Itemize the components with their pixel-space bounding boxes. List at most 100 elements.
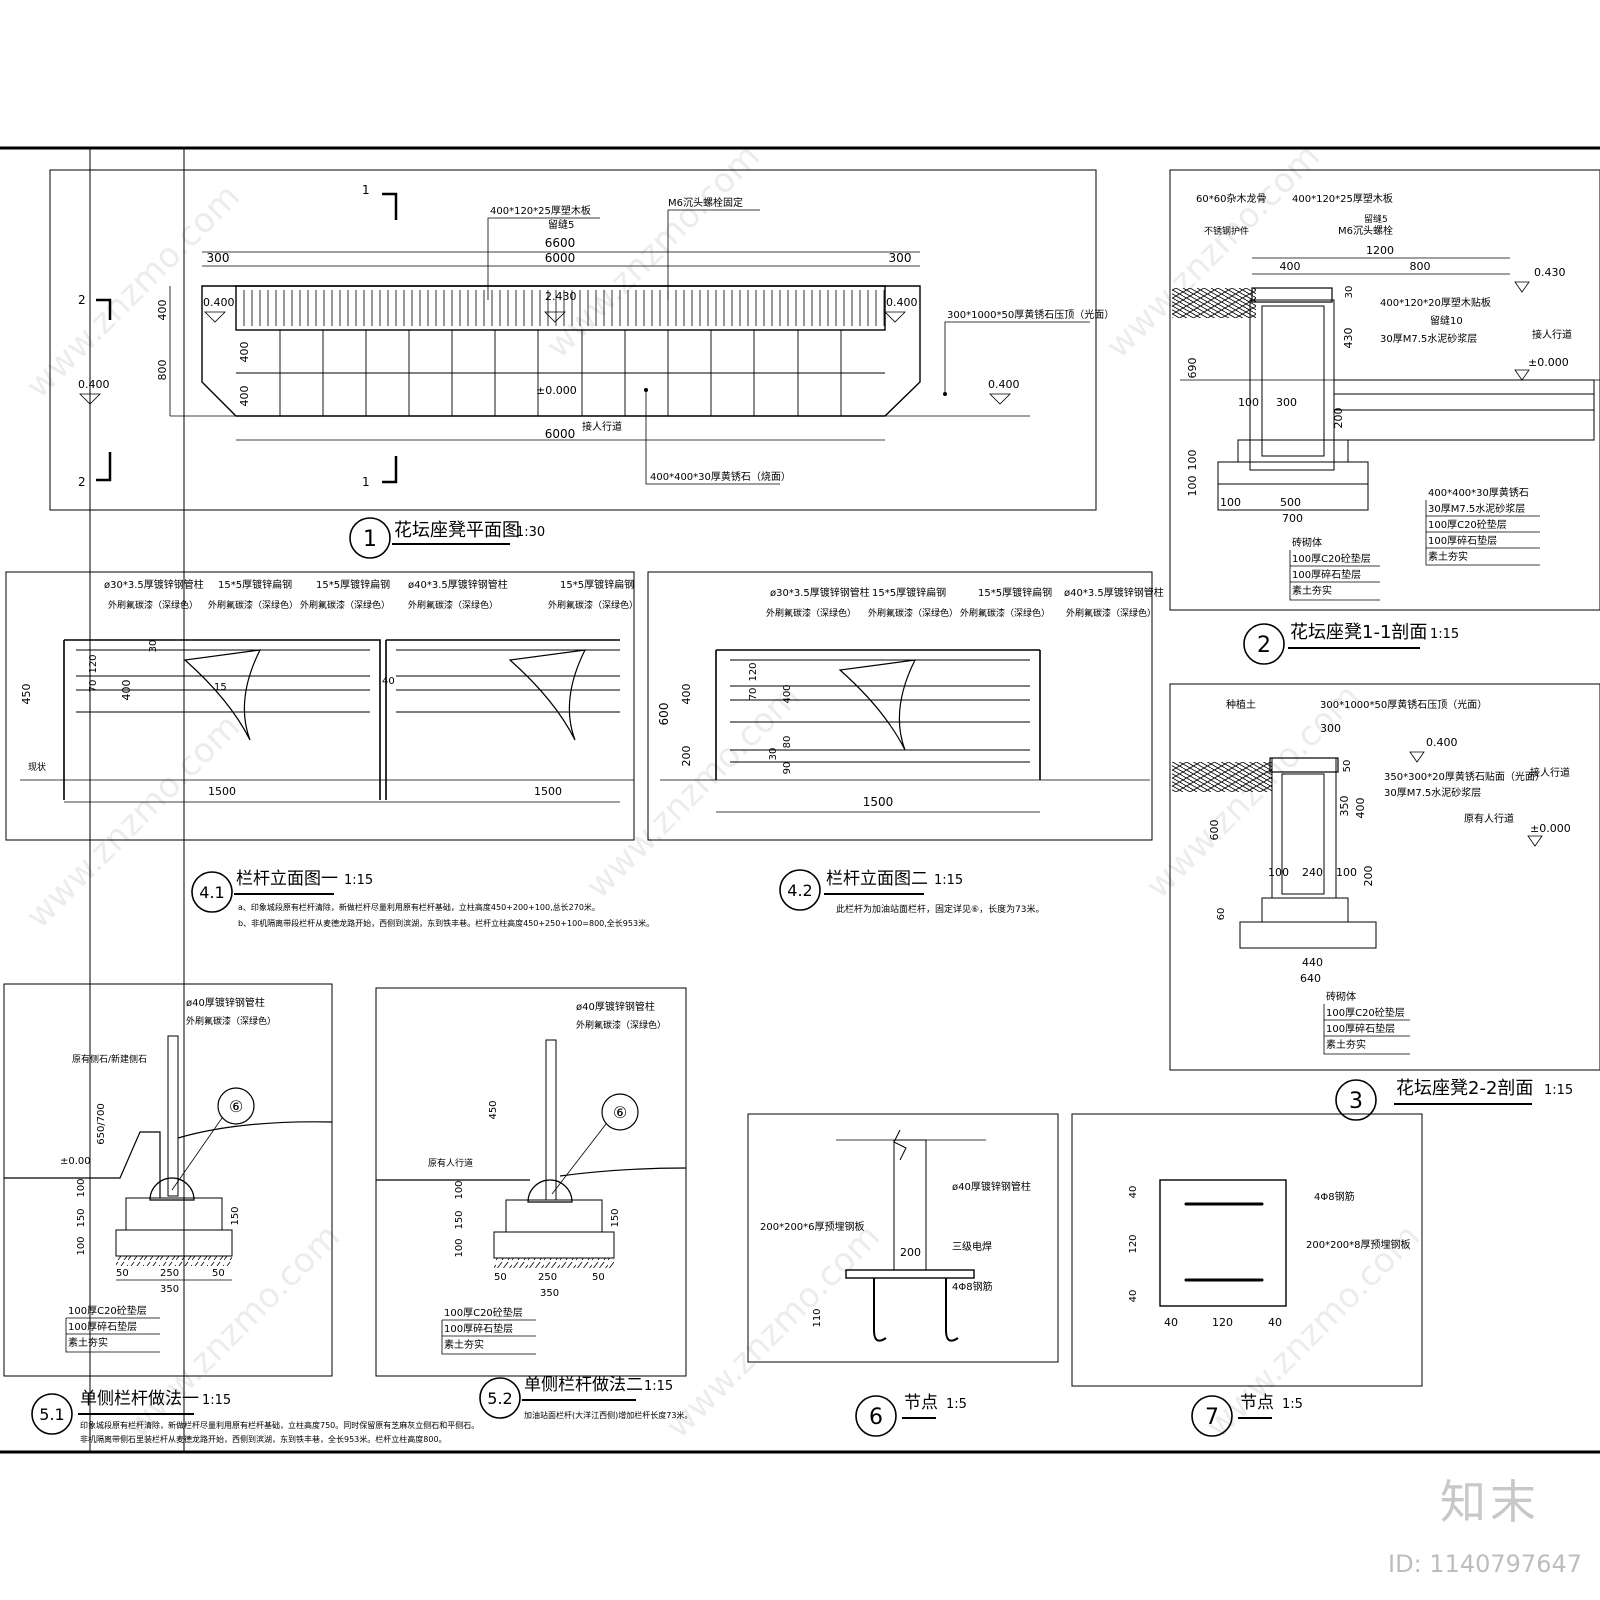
watermark-text: www.znzmo.com (118, 1216, 348, 1446)
s22-base-3: 100厚碎石垫层 (1326, 1022, 1395, 1035)
r42-dim-400b: 400 (782, 684, 793, 703)
m52-title: 单侧栏杆做法二 (524, 1375, 643, 1395)
m51-dim-350: 350 (160, 1284, 179, 1295)
s22-callout-veneer: 350*300*20厚黄锈石贴面（光面） (1384, 770, 1545, 783)
r42-callout-flat2: 15*5厚镀锌扁钢 (978, 586, 1052, 599)
level-left: 0.400 (78, 378, 110, 391)
section-mark-2-top: 2 (78, 293, 86, 307)
s11-dim-400: 400 (1280, 260, 1301, 273)
s22-level-zero: ±0.000 (1530, 822, 1571, 835)
r41-title: 栏杆立面图一 (236, 869, 338, 889)
s11-level-zero: ±0.000 (1528, 356, 1569, 369)
s11-number: 2 (1257, 633, 1271, 658)
r41-note-a: a、印象城段原有栏杆清除，新做栏杆尽量利用原有栏杆基础，立柱高度450+200+… (238, 902, 600, 912)
m52-layer-3: 素土夯实 (444, 1338, 484, 1351)
n7-title: 节点 (1240, 1393, 1274, 1413)
m51-dim-650: 650/700 (96, 1103, 107, 1145)
r42-dim-1500: 1500 (863, 795, 894, 809)
n6-callout-rebar: 4Φ8钢筋 (952, 1280, 993, 1293)
s22-dim-300: 300 (1320, 722, 1341, 735)
n7-dim-40a: 40 (1128, 1186, 1139, 1199)
m51-title: 单侧栏杆做法一 (80, 1389, 199, 1409)
r42-dim-70: 70 (748, 688, 759, 701)
r41-callout-paint3: 外刷氟碳漆（深绿色） (300, 599, 390, 611)
s22-callout-walkway: 接人行道 (1530, 766, 1570, 779)
dim-total: 6600 (545, 236, 576, 250)
s22-base-1: 砖砌体 (1326, 990, 1356, 1003)
n6-title: 节点 (904, 1393, 938, 1413)
s22-number: 3 (1349, 1089, 1363, 1114)
r41-callout-paint: 外刷氟碳漆（深绿色） (108, 599, 198, 611)
level-mid: 2.430 (545, 290, 577, 303)
s11-dim-200: 200 (1332, 408, 1345, 429)
s11-dim-500: 500 (1280, 496, 1301, 509)
m51-detail-ref: ⑥ (229, 1097, 243, 1116)
rail42-frame (647, 571, 1153, 841)
node7-frame (1071, 1113, 1423, 1387)
s22-dim-440: 440 (1302, 956, 1323, 969)
m51-scale: 1:15 (202, 1393, 231, 1408)
m52-callout-paint: 外刷氟碳漆（深绿色） (576, 1019, 666, 1031)
r42-dim-400: 400 (680, 684, 693, 705)
r42-dim-80: 80 (782, 736, 793, 749)
plan-view: 6600 6000 300 300 6000 400 800 400 400 0… (49, 169, 1114, 559)
r41-callout-paint2: 外刷氟碳漆（深绿色） (208, 599, 298, 611)
s22-base-4: 素土夯实 (1326, 1038, 1366, 1051)
dim-depth2: 800 (156, 360, 169, 381)
rail41-frame (5, 571, 635, 841)
plan-callout-bolt: M6沉头螺栓固定 (668, 196, 743, 209)
n6-callout-weld: 三级电焊 (952, 1240, 992, 1253)
m51-layer-2: 100厚碎石垫层 (68, 1320, 137, 1333)
s11-dim-430: 430 (1342, 328, 1355, 349)
dim-middle: 6000 (545, 251, 576, 265)
s22-base-2: 100厚C20砼垫层 (1326, 1006, 1405, 1019)
s11-dim-300: 300 (1276, 396, 1297, 409)
s11-dim-700: 700 (1282, 512, 1303, 525)
section22-frame (1169, 683, 1600, 1071)
s11-callout-keel: 60*60杂木龙骨 (1196, 192, 1266, 205)
watermark-text: www.znzmo.com (578, 676, 808, 906)
s11-callout-board: 400*120*25厚塑木板 (1292, 192, 1393, 205)
r41-dim-1500b: 1500 (534, 785, 562, 798)
r42-callout-post30: ø30*3.5厚镀锌钢管柱 (770, 586, 870, 599)
r42-dim-200: 200 (680, 746, 693, 767)
s22-dim-100b: 100 (1336, 866, 1357, 879)
brick-wall-section (1249, 299, 1335, 471)
s11-dim-100a: 100 (1186, 450, 1199, 471)
dim-depth1: 400 (156, 300, 169, 321)
s22-dim-50: 50 (1342, 760, 1353, 773)
s22-callout-coping: 300*1000*50厚黄锈石压顶（光面） (1320, 698, 1487, 711)
s11-dim-100b: 100 (1186, 476, 1199, 497)
m52-number: 5.2 (487, 1389, 512, 1408)
s22-dim-200: 200 (1362, 866, 1375, 887)
s11-base-3: 100厚碎石垫层 (1292, 568, 1361, 581)
plan-number: 1 (363, 527, 377, 552)
s11-dim-30: 30 (1344, 286, 1355, 299)
s22-dim-600: 600 (1208, 820, 1221, 841)
r42-callout-paint4: 外刷氟碳漆（深绿色） (1066, 607, 1156, 619)
s11-callout-veneer: 400*120*20厚塑木贴板 (1380, 296, 1491, 309)
n7-callout-plate: 200*200*8厚预埋钢板 (1306, 1238, 1411, 1251)
m51-callout-paint: 外刷氟碳漆（深绿色） (186, 1015, 276, 1027)
r41-note-b: b、非机隔离带段栏杆从麦德龙路开始，西侧到滨湖，东到铁丰巷。栏杆立柱高度450+… (238, 918, 654, 928)
s11-callout-walkway: 接人行道 (1532, 328, 1572, 341)
r42-callout-paint2: 外刷氟碳漆（深绿色） (868, 607, 958, 619)
m52-detail-ref: ⑥ (613, 1103, 627, 1122)
watermark-text: www.znzmo.com (1098, 136, 1328, 366)
image-id: ID: 1140797647 (1388, 1550, 1582, 1578)
s22-scale: 1:15 (1544, 1083, 1573, 1098)
node-detail-7: 4Φ8钢筋 200*200*8厚预埋钢板 40 120 40 40 120 40… (1071, 1113, 1423, 1437)
n7-dim-120: 120 (1128, 1234, 1139, 1253)
s11-callout-gap10: 留缝10 (1430, 314, 1463, 327)
section-2-2: 种植土 300*1000*50厚黄锈石压顶（光面） 350*300*20厚黄锈石… (1169, 683, 1600, 1121)
r41-dim-40: 40 (382, 676, 395, 687)
s22-level-top: 0.400 (1426, 736, 1458, 749)
s11-base-2: 100厚C20砼垫层 (1292, 552, 1371, 565)
n6-dim-110: 110 (812, 1308, 823, 1327)
railing-elevation-2: ø30*3.5厚镀锌钢管柱 15*5厚镀锌扁钢 15*5厚镀锌扁钢 ø40*3.… (647, 571, 1164, 915)
s22-dim-350: 350 (1338, 796, 1351, 817)
n7-dim-40c: 40 (1164, 1316, 1178, 1329)
dim-side-right: 300 (889, 251, 912, 265)
r41-dim-1500a: 1500 (208, 785, 236, 798)
r41-callout-paint4: 外刷氟碳漆（深绿色） (408, 599, 498, 611)
